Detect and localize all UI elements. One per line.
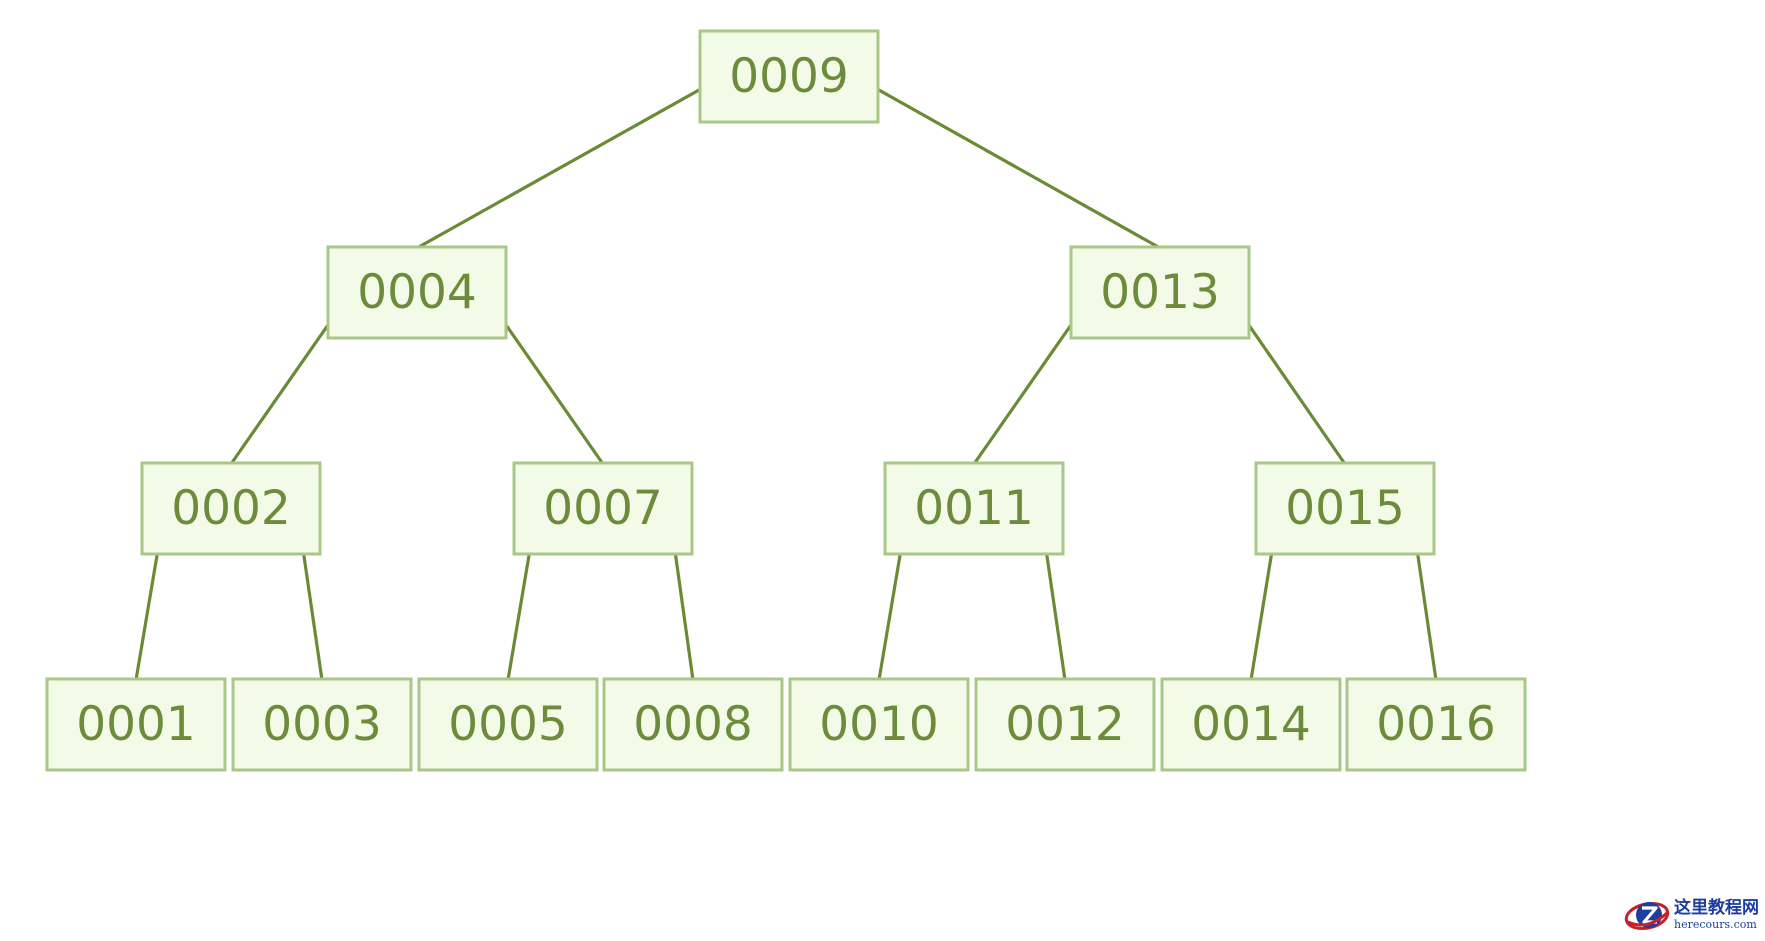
tree-node-0010: 0010 (788, 677, 970, 772)
tree-node-0004: 0004 (326, 245, 508, 340)
node-label: 0002 (171, 481, 291, 536)
node-label: 0004 (357, 265, 477, 320)
edge-n9-n4 (415, 74, 726, 250)
tree-node-0008: 0008 (602, 677, 784, 772)
node-box (602, 677, 784, 772)
node-label: 0009 (729, 49, 849, 104)
node-box (326, 245, 508, 340)
node-label: 0010 (819, 697, 939, 752)
node-label: 0007 (543, 481, 663, 536)
globe-z-logo-icon (1624, 901, 1670, 931)
node-box (788, 677, 970, 772)
node-box (512, 461, 694, 556)
tree-node-0016: 0016 (1345, 677, 1527, 772)
tree-node-0011: 0011 (883, 461, 1065, 556)
watermark-text: 这里教程网 herecours.com (1674, 898, 1759, 931)
node-box (1345, 677, 1527, 772)
node-box (698, 29, 880, 124)
node-box (417, 677, 599, 772)
node-box (974, 677, 1156, 772)
node-box (1069, 245, 1251, 340)
node-box (1160, 677, 1342, 772)
tree-node-0003: 0003 (231, 677, 413, 772)
node-box (231, 677, 413, 772)
tree-node-0013: 0013 (1069, 245, 1251, 340)
node-label: 0008 (633, 697, 753, 752)
node-label: 0014 (1191, 697, 1311, 752)
node-label: 0015 (1285, 481, 1405, 536)
node-box (45, 677, 227, 772)
tree-node-0012: 0012 (974, 677, 1156, 772)
node-label: 0013 (1100, 265, 1220, 320)
tree-node-0005: 0005 (417, 677, 599, 772)
watermark-domain: herecours.com (1674, 918, 1757, 931)
node-label: 0001 (76, 697, 196, 752)
edges-layer (134, 74, 1438, 682)
tree-node-0009: 0009 (698, 29, 880, 124)
node-label: 0005 (448, 697, 568, 752)
edge-n9-n13 (852, 74, 1162, 250)
node-label: 0016 (1376, 697, 1496, 752)
tree-node-0001: 0001 (45, 677, 227, 772)
node-box (1254, 461, 1436, 556)
nodes-layer: 0009 0004 0013 0002 0007 0011 0015 0001 0003 0005… (45, 29, 1527, 772)
tree-node-0014: 0014 (1160, 677, 1342, 772)
node-label: 0011 (914, 481, 1034, 536)
node-box (140, 461, 322, 556)
node-box (883, 461, 1065, 556)
node-label: 0012 (1005, 697, 1125, 752)
watermark-chinese-name: 这里教程网 (1674, 898, 1759, 918)
node-label: 0003 (262, 697, 382, 752)
tree-node-0007: 0007 (512, 461, 694, 556)
tree-node-0002: 0002 (140, 461, 322, 556)
tree-node-0015: 0015 (1254, 461, 1436, 556)
site-watermark: 这里教程网 herecours.com (1623, 895, 1759, 935)
